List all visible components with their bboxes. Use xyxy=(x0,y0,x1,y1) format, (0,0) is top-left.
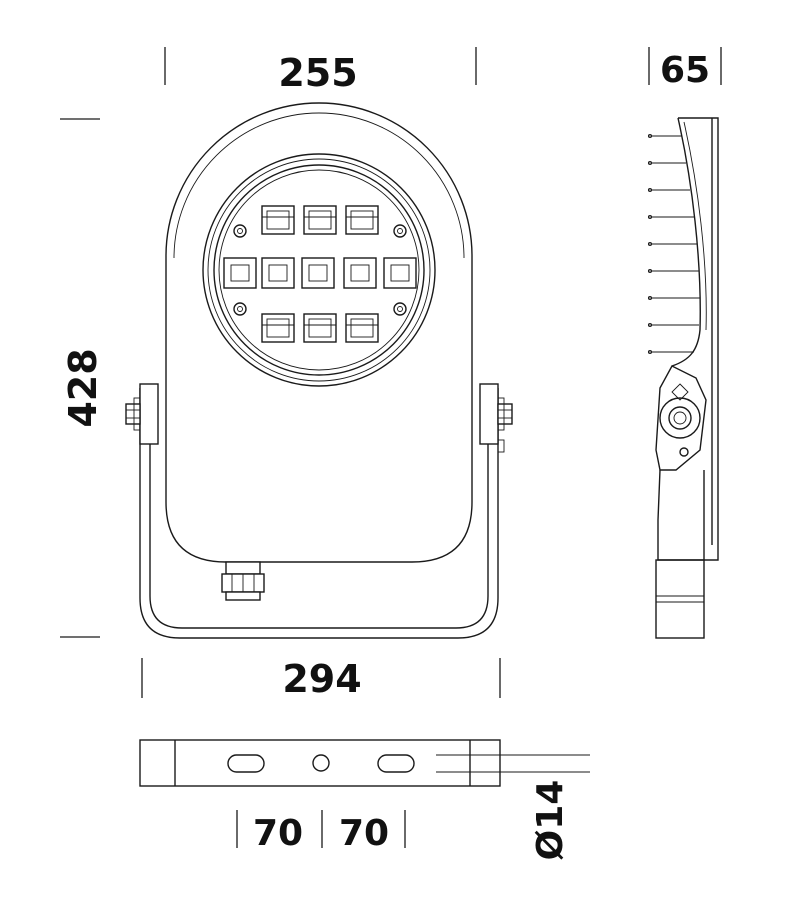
led-row-middle xyxy=(223,257,417,289)
heat-sink-fins xyxy=(647,133,700,355)
led-row-bottom xyxy=(261,313,379,343)
dimension-depth-label: 65 xyxy=(660,50,710,91)
bracket-bottom-view xyxy=(139,739,590,787)
dimension-hole-spacing-right: 70 xyxy=(339,813,389,854)
dimension-hole-spacing-left: 70 xyxy=(253,813,303,854)
dimension-height-label: 428 xyxy=(61,348,105,427)
front-view xyxy=(125,102,513,639)
dimension-width-label: 255 xyxy=(278,51,357,95)
dimension-bracket-label: 294 xyxy=(282,657,361,701)
dimension-cable-diameter: Ø14 xyxy=(530,780,571,861)
dimension-ticks xyxy=(60,47,722,848)
side-view xyxy=(647,117,719,639)
led-row-top xyxy=(261,205,379,235)
